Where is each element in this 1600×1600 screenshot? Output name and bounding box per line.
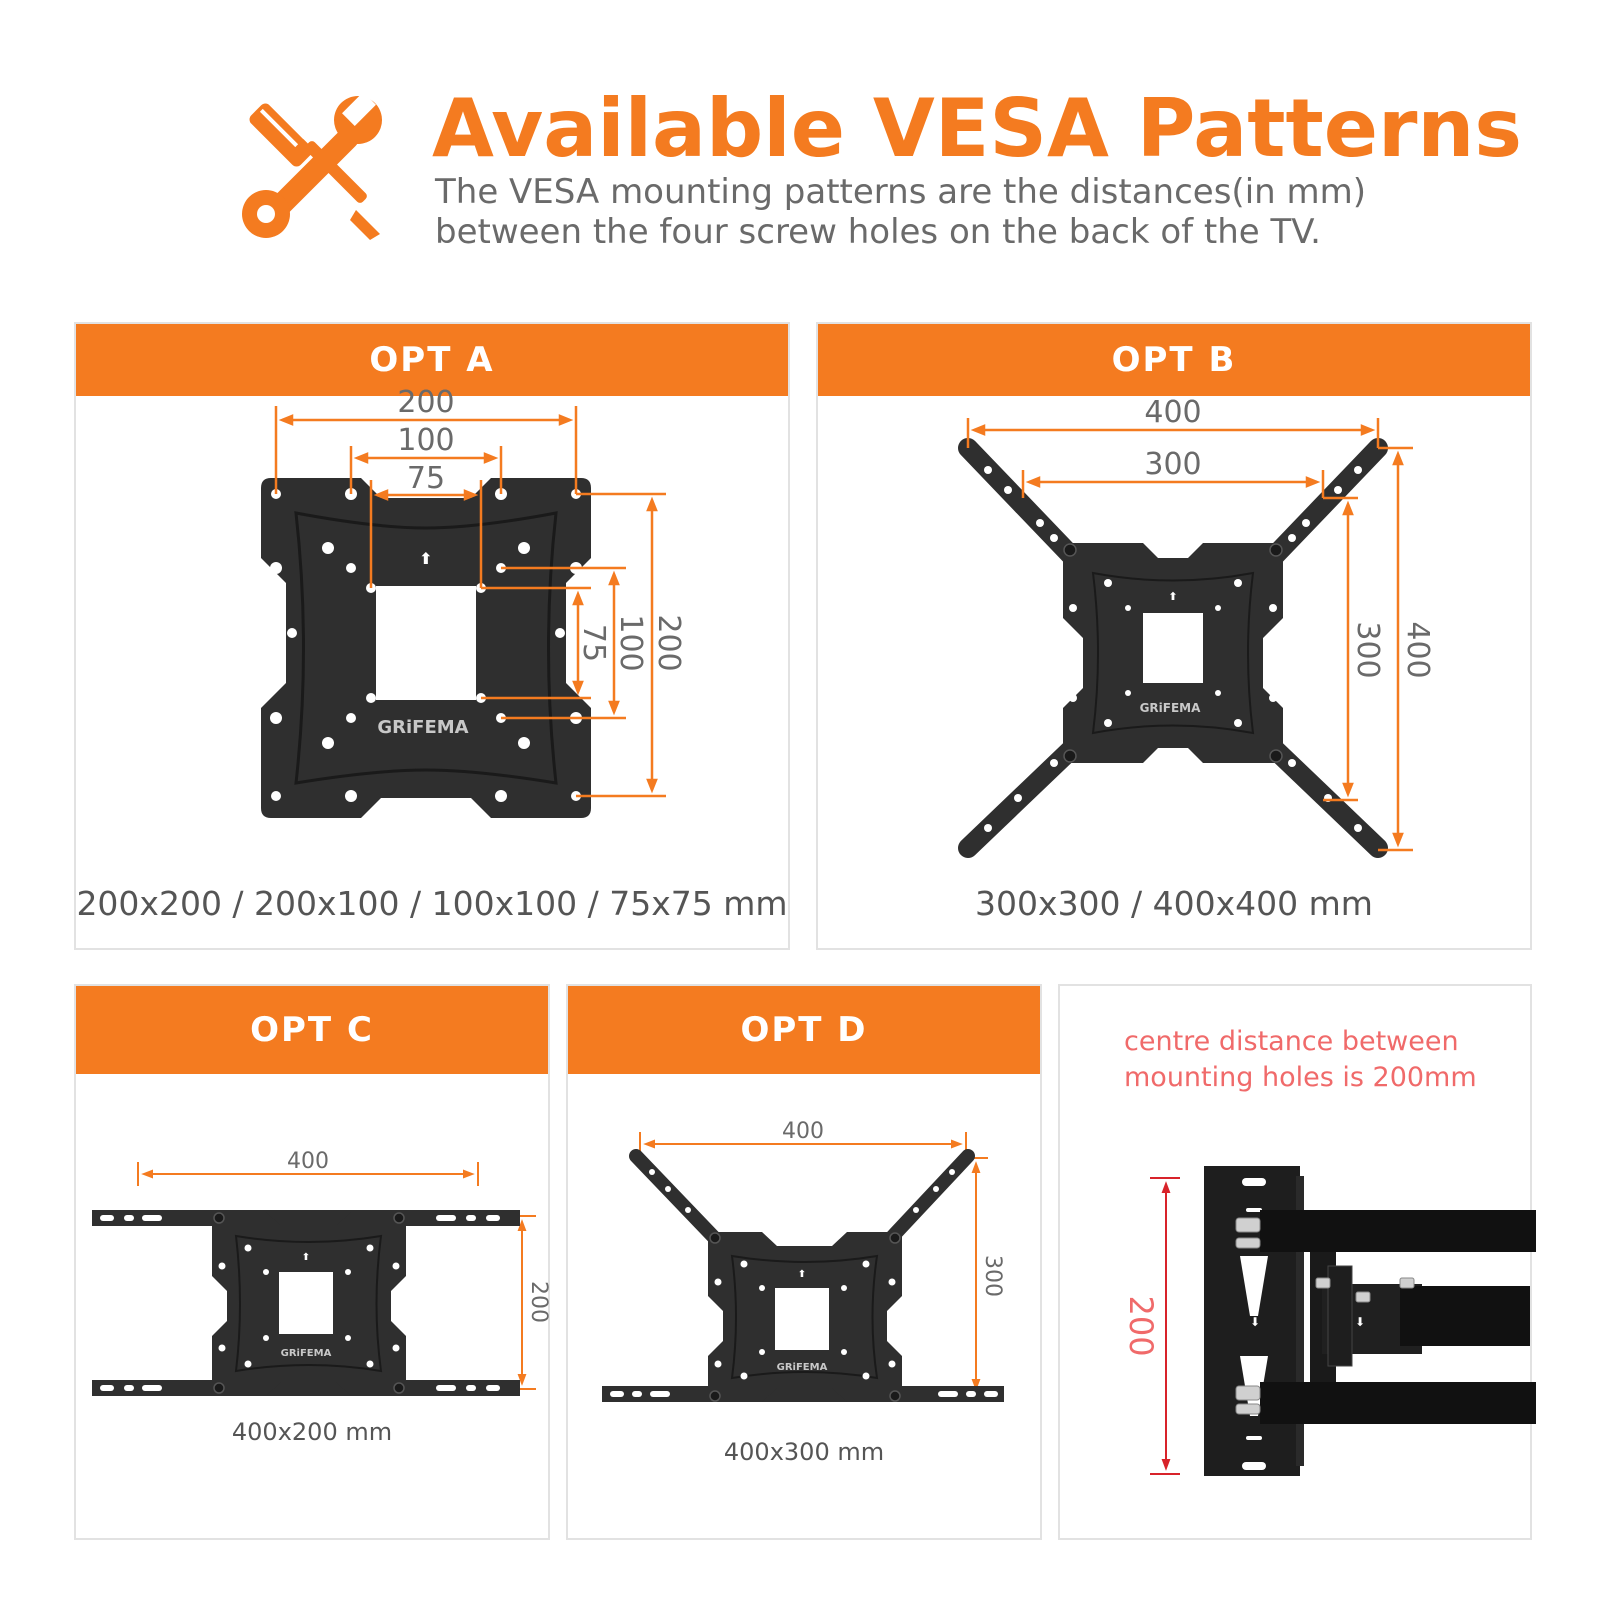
svg-text:⬇: ⬇	[1250, 1315, 1260, 1329]
dim-a-width-100: 100	[397, 423, 454, 458]
dim-b-height-300: 300	[1350, 621, 1385, 678]
dim-c-height-200: 200	[526, 1281, 551, 1323]
tools-icon	[242, 92, 382, 240]
option-c-diagram: 400 200 ⬆ GRiFEMA	[92, 1149, 551, 1396]
option-b-caption: 300x300 / 400x400 mm	[975, 884, 1373, 923]
dim-b-height-400: 400	[1400, 621, 1435, 678]
svg-text:⬆: ⬆	[302, 1252, 310, 1263]
dim-a-width-200: 200	[397, 385, 454, 420]
option-b-panel: OPT B ⬆ GRiFEMA	[816, 322, 1532, 950]
option-a-caption: 200x200 / 200x100 / 100x100 / 75x75 mm	[76, 884, 788, 923]
subtitle-line-2: between the four screw holes on the back…	[435, 212, 1321, 252]
note-line-2: mounting holes is 200mm	[1124, 1062, 1477, 1093]
svg-text:⬆: ⬆	[1168, 590, 1177, 603]
svg-text:⬇: ⬇	[1355, 1315, 1365, 1329]
arm-upper	[1260, 1210, 1536, 1252]
rail-bottom	[602, 1386, 1004, 1402]
option-c-panel: OPT C 400 200 ⬆ GRiFEMA	[74, 984, 551, 1540]
brand-label: GRiFEMA	[377, 717, 468, 738]
dim-c-width-400: 400	[287, 1149, 329, 1174]
rail-bottom	[92, 1380, 520, 1396]
hole-distance-note: centre distance between mounting holes i…	[1124, 1024, 1477, 1096]
brand-label: GRiFEMA	[281, 1348, 332, 1359]
page-subtitle: The VESA mounting patterns are the dista…	[435, 172, 1366, 252]
option-d-caption: 400x300 mm	[723, 1438, 885, 1466]
note-line-1: centre distance between	[1124, 1026, 1459, 1057]
dim-a-height-75: 75	[576, 624, 611, 662]
dim-d-height-300: 300	[980, 1255, 1005, 1297]
rail-top	[92, 1210, 520, 1226]
option-b-header: OPT B	[818, 324, 1530, 396]
svg-text:⬆: ⬆	[798, 1269, 806, 1280]
option-d-panel: OPT D 400 300 ⬆ GRiFEMA	[566, 984, 1042, 1540]
option-d-header: OPT D	[568, 986, 1040, 1074]
subtitle-line-1: The VESA mounting patterns are the dista…	[435, 172, 1366, 212]
dim-b-width-300: 300	[1144, 447, 1201, 482]
option-c-header: OPT C	[76, 986, 548, 1074]
dim-a-width-75: 75	[407, 461, 445, 496]
option-c-caption: 400x200 mm	[231, 1418, 393, 1446]
dim-wall-200: 200	[1122, 1295, 1160, 1356]
arm-lower	[1260, 1382, 1536, 1424]
dim-a-height-200: 200	[651, 614, 686, 671]
wall-plate-diagram: 200 ⬇ ⬇	[1122, 1166, 1536, 1476]
page-title: Available VESA Patterns	[432, 82, 1522, 175]
dim-b-width-400: 400	[1144, 395, 1201, 430]
option-b-diagram: ⬆ GRiFEMA 400 300 300 400	[958, 395, 1435, 858]
brand-label: GRiFEMA	[777, 1362, 828, 1373]
wall-plate-panel: centre distance between mounting holes i…	[1058, 984, 1536, 1540]
option-d-diagram: 400 300 ⬆ GRiFEMA	[602, 1119, 1005, 1402]
option-a-panel: OPT A ⬆ GRiFEMA	[74, 322, 790, 950]
svg-text:⬆: ⬆	[419, 549, 432, 568]
dim-a-height-100: 100	[613, 614, 648, 671]
option-a-diagram: ⬆ GRiFEMA	[261, 385, 686, 818]
brand-label: GRiFEMA	[1140, 701, 1202, 715]
dim-d-width-400: 400	[782, 1119, 824, 1144]
option-a-header: OPT A	[76, 324, 788, 396]
